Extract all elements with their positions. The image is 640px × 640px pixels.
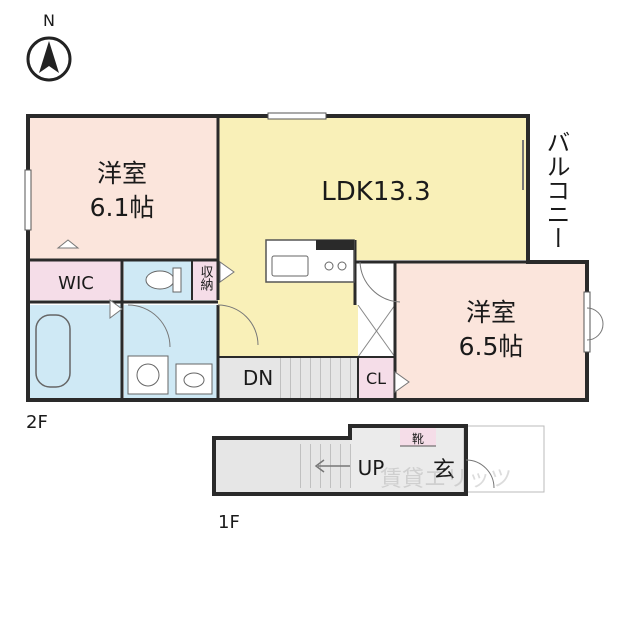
room-shoe-box	[400, 428, 436, 446]
floor-1-wall	[212, 424, 468, 496]
stairs-treads	[276, 357, 358, 398]
room-east-bedroom	[395, 262, 585, 398]
storage-name: 収納	[198, 265, 214, 292]
west-bedroom-name: 洋室	[97, 159, 147, 188]
east-bedroom-name: 洋室	[466, 298, 516, 327]
floor-2-label: 2F	[26, 412, 48, 433]
bathtub-icon	[35, 314, 71, 388]
sink-icon	[271, 255, 309, 277]
exterior-wall	[26, 114, 589, 402]
room-ldk	[218, 118, 526, 260]
ldk-name: LDK13.3	[321, 177, 430, 207]
closet-name: CL	[366, 369, 386, 388]
north-arrow-icon	[39, 41, 59, 73]
room-balcony	[526, 118, 584, 260]
shoe-box-name: 靴	[412, 432, 424, 446]
door-swing-area	[358, 262, 395, 305]
compass-letter: N	[43, 11, 55, 30]
watermark-text: 賃貸エリッツ	[380, 467, 512, 492]
floor-1-label: 1F	[218, 512, 240, 533]
east-bedroom-size: 6.5帖	[459, 332, 524, 361]
compass: N	[26, 11, 72, 82]
floor-2: 洋室 6.1帖 LDK13.3 バルコニー 洋室 6.5帖 WIC 収納 DN …	[24, 112, 604, 433]
room-wic	[30, 260, 122, 300]
kitchen-counter	[265, 239, 355, 283]
stairs-up-label: UP	[358, 456, 385, 480]
room-closet	[358, 357, 395, 398]
washer-icon	[127, 355, 169, 395]
room-bath	[30, 305, 122, 398]
hall	[218, 305, 358, 357]
balcony-name: バルコニー	[542, 130, 570, 250]
compass-ring	[26, 36, 72, 82]
wic-name: WIC	[58, 273, 94, 294]
west-bedroom-size: 6.1帖	[90, 193, 155, 222]
entrance-name: 玄	[433, 458, 455, 483]
stairs-down-label: DN	[243, 366, 273, 390]
room-storage	[192, 260, 218, 300]
stove-burner-icon	[324, 261, 334, 271]
floor-1: UP 玄 靴 1F	[212, 424, 545, 533]
basin-icon	[175, 363, 213, 395]
toilet-icon	[145, 270, 175, 290]
room-west-bedroom	[30, 118, 218, 260]
